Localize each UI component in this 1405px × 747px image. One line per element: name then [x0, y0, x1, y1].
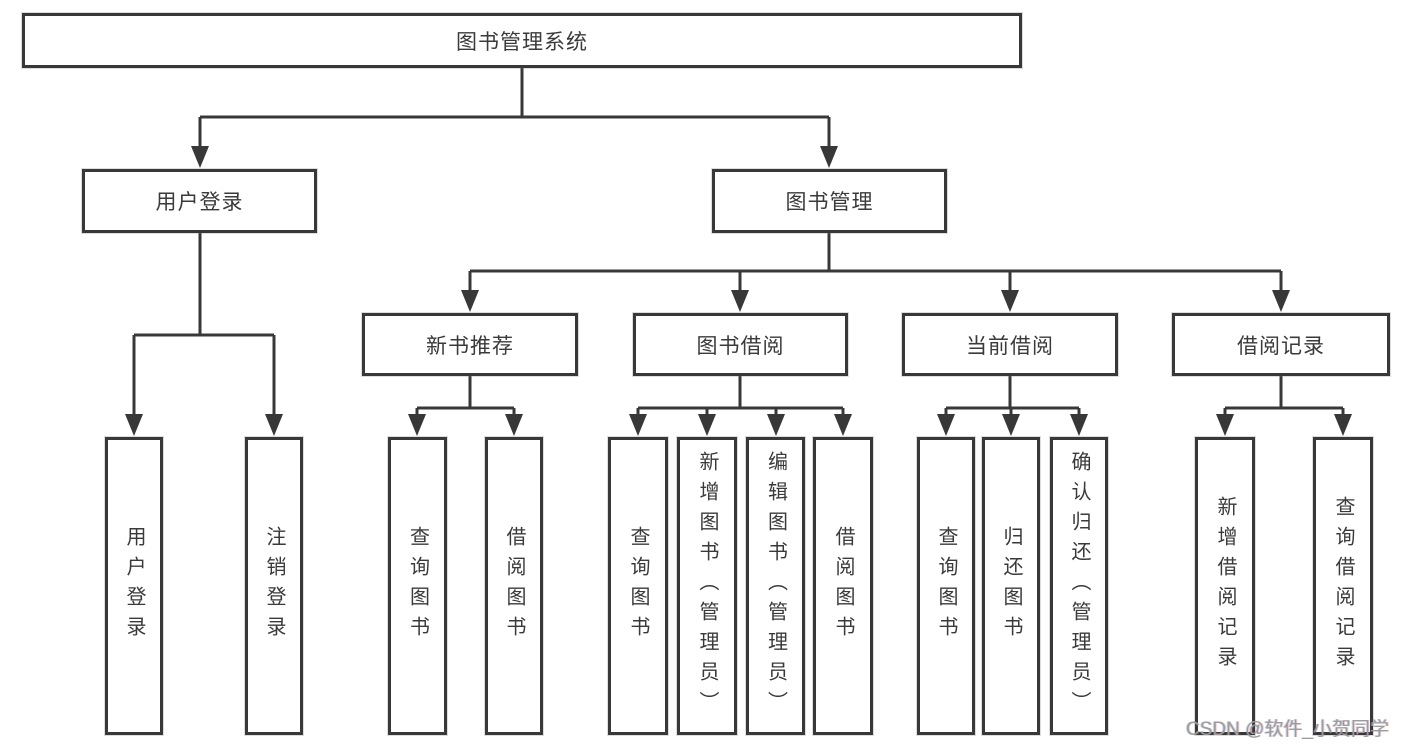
node-book-borrow-label: 图书借阅	[696, 334, 785, 358]
node-borrow-records: 借阅记录	[1172, 313, 1390, 376]
node-borrow-records-label: 借阅记录	[1237, 334, 1325, 358]
leaf-return-book: 归还图书	[982, 437, 1040, 735]
node-book-management-label: 图书管理	[785, 191, 874, 214]
node-new-book-recommend: 新书推荐	[362, 313, 578, 376]
connector-current-borrow-to-leaves	[937, 376, 1088, 436]
node-new-book-recommend-label: 新书推荐	[426, 334, 514, 358]
leaf-query-book-borrow: 查询图书	[608, 437, 668, 735]
leaf-query-book-recommend: 查询图书	[388, 437, 447, 735]
node-current-borrow: 当前借阅	[902, 313, 1118, 376]
leaf-query-borrow-record: 查询借阅记录	[1313, 437, 1373, 735]
node-book-management: 图书管理	[712, 169, 947, 233]
leaf-borrow-book: 借阅图书	[813, 437, 873, 735]
leaf-add-book-admin: 新增图书（管理员）	[677, 437, 737, 735]
leaf-user-login: 用户登录	[105, 437, 163, 735]
leaf-query-book-current: 查询图书	[917, 437, 975, 735]
connector-book-borrow-to-leaves	[629, 376, 852, 436]
leaf-add-borrow-record: 新增借阅记录	[1195, 437, 1255, 735]
csdn-watermark: CSDN @软件_小贺同学	[1186, 719, 1389, 740]
node-root-label: 图书管理系统	[456, 30, 588, 54]
node-root: 图书管理系统	[22, 13, 1022, 68]
connector-book-management-to-level3	[461, 233, 1290, 312]
connector-user-login-to-leaves	[125, 233, 283, 436]
leaf-logout-login: 注销登录	[245, 437, 303, 735]
node-user-login-label: 用户登录	[155, 191, 244, 214]
leaf-edit-book-admin: 编辑图书（管理员）	[746, 437, 805, 735]
connector-root-to-level2	[191, 68, 838, 168]
node-user-login: 用户登录	[82, 169, 317, 233]
leaf-borrow-book-recommend: 借阅图书	[485, 437, 543, 735]
node-current-borrow-label: 当前借阅	[966, 334, 1054, 358]
node-book-borrow: 图书借阅	[633, 313, 848, 376]
connector-new-book-recommend-to-leaves	[408, 376, 523, 436]
leaf-confirm-return-admin: 确认归还（管理员）	[1050, 437, 1108, 735]
connector-borrow-records-to-leaves	[1216, 376, 1352, 436]
